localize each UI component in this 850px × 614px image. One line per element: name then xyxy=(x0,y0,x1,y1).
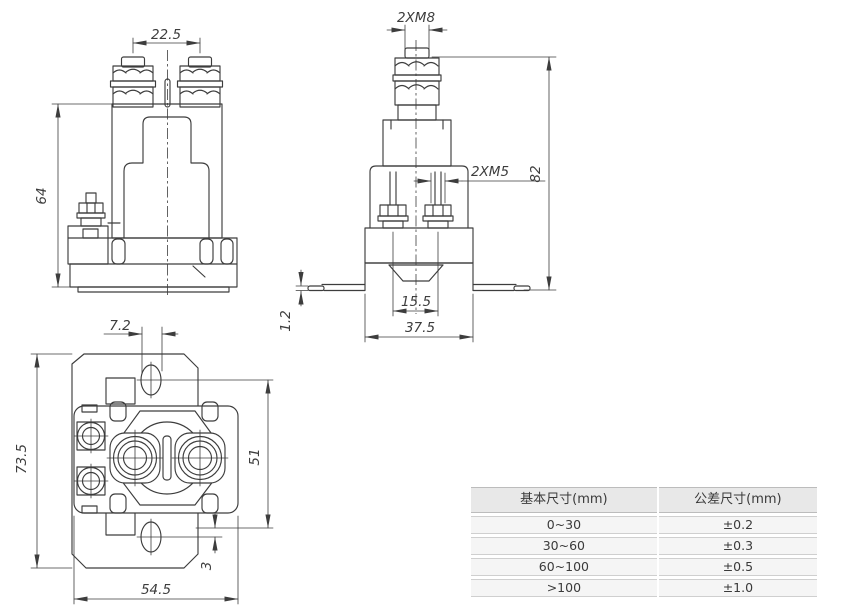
dim-body-width: 54.5 xyxy=(141,582,171,598)
dim-front-height-group: 64 xyxy=(34,103,113,288)
tolerance-table-header: 基本尺寸(mm) 公差尺寸(mm) xyxy=(470,487,818,513)
coil-terminal-2 xyxy=(73,463,109,499)
dim-terminal-pitch-group: 22.5 xyxy=(132,27,201,54)
power-terminal-right xyxy=(171,429,229,487)
dim-terminal-pitch: 22.5 xyxy=(151,27,181,43)
dim-plate-length-group: 73.5 xyxy=(14,353,73,569)
basic-size-cell: >100 xyxy=(471,579,657,597)
front-inner-contour xyxy=(123,116,210,239)
dim-slot-width: 7.2 xyxy=(109,318,130,334)
basic-size-cell: 60~100 xyxy=(471,558,657,576)
dim-bracket-thickness: 1.2 xyxy=(278,310,294,331)
basic-size-cell: 30~60 xyxy=(471,537,657,555)
plate-notch-top xyxy=(105,377,136,405)
dim-total-height-group: 82 xyxy=(431,56,557,291)
dim-coil-pitch: 15.5 xyxy=(401,294,431,310)
tolerance-cell: ±1.0 xyxy=(658,579,817,597)
dim-base-width: 37.5 xyxy=(405,320,435,336)
table-header-basic-size: 基本尺寸(mm) xyxy=(471,487,657,513)
side-bolt xyxy=(392,47,442,106)
dim-slot-offset: 3 xyxy=(199,562,215,571)
dim-total-height: 82 xyxy=(528,165,544,182)
side-coil-studs xyxy=(377,171,454,229)
front-left-terminal-bolt xyxy=(109,56,157,108)
dim-terminal-span: 51 xyxy=(247,448,263,465)
front-base xyxy=(67,237,238,293)
dim-coil-pitch-group: 15.5 xyxy=(392,231,439,317)
table-row: 30~60±0.3 xyxy=(470,537,818,555)
front-body xyxy=(111,103,223,239)
top-view: 7.2 73.5 51 3 54.5 xyxy=(14,318,274,605)
dim-slot-offset-group: 3 xyxy=(136,513,223,571)
front-aux-terminal xyxy=(67,192,121,265)
dim-base-width-group: 37.5 xyxy=(364,293,474,343)
dim-body-width-group: 54.5 xyxy=(73,515,239,605)
side-view: 2XM8 82 2XM5 15.5 xyxy=(278,10,557,343)
tolerance-cell: ±0.2 xyxy=(658,516,817,534)
dim-terminal-span-group: 51 xyxy=(136,379,274,529)
dim-bolt-spec: 2XM8 xyxy=(397,10,435,26)
coil-terminal-1 xyxy=(73,418,109,454)
side-body xyxy=(364,104,474,264)
tolerance-cell: ±0.5 xyxy=(658,558,817,576)
dim-bolt-spec-group: 2XM8 xyxy=(386,10,448,55)
dim-plate-length: 73.5 xyxy=(14,444,30,474)
front-view: 22.5 64 xyxy=(34,27,238,298)
dim-front-height: 64 xyxy=(34,187,50,204)
table-row: 0~30±0.2 xyxy=(470,516,818,534)
power-terminal-left xyxy=(106,429,164,487)
terminal-barrier xyxy=(162,435,172,481)
bracket-plate xyxy=(71,353,199,569)
front-center-pin xyxy=(164,78,171,108)
dim-slot-width-group: 7.2 xyxy=(103,318,179,375)
basic-size-cell: 0~30 xyxy=(471,516,657,534)
tolerance-cell: ±0.3 xyxy=(658,537,817,555)
table-row: 60~100±0.5 xyxy=(470,558,818,576)
dim-coil-spec-group: 2XM5 xyxy=(413,164,546,204)
side-bracket xyxy=(307,262,531,292)
dim-coil-spec: 2XM5 xyxy=(471,164,509,180)
dim-bracket-thickness-group: 1.2 xyxy=(278,269,309,332)
table-header-tolerance: 公差尺寸(mm) xyxy=(658,487,817,513)
front-right-terminal-bolt xyxy=(176,56,224,108)
table-row: >100±1.0 xyxy=(470,579,818,597)
